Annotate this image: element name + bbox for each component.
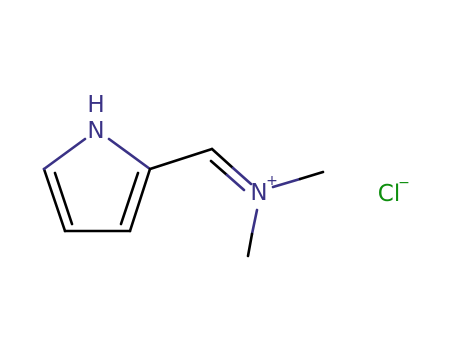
bond-c5-n1	[42, 137, 87, 171]
bond-methine-n-double-outer-n	[231, 166, 253, 186]
pyrrole-nitrogen-label: N	[87, 118, 104, 144]
bond-n1-c2	[107, 137, 152, 171]
bond-methine-n-double-outer	[210, 147, 235, 170]
bond-n-methyl-2	[246, 232, 254, 258]
bond-n-methyl-1-n	[271, 177, 302, 189]
chloride-label: Cl	[378, 181, 400, 207]
bond-n-methyl-2-n	[250, 208, 259, 236]
iminium-chain	[148, 147, 325, 258]
bond-c2-c3	[128, 167, 152, 233]
bond-n-methyl-1	[298, 170, 325, 181]
bond-c2-methine	[148, 147, 214, 171]
pyrrole-ring	[42, 137, 152, 233]
bond-methine-n-double-inner	[209, 159, 229, 177]
bond-methine-n-double-inner-n	[225, 173, 246, 192]
bond-c4-c5	[42, 167, 67, 233]
iminium-positive-charge: +	[266, 173, 278, 189]
chloride-negative-charge: −	[398, 175, 410, 191]
bond-c2-c3-double	[119, 171, 140, 226]
pyrrole-hydrogen-label: H	[87, 92, 104, 118]
bond-c4-c5-double	[53, 171, 74, 226]
iminium-nitrogen-label: N	[250, 180, 267, 206]
